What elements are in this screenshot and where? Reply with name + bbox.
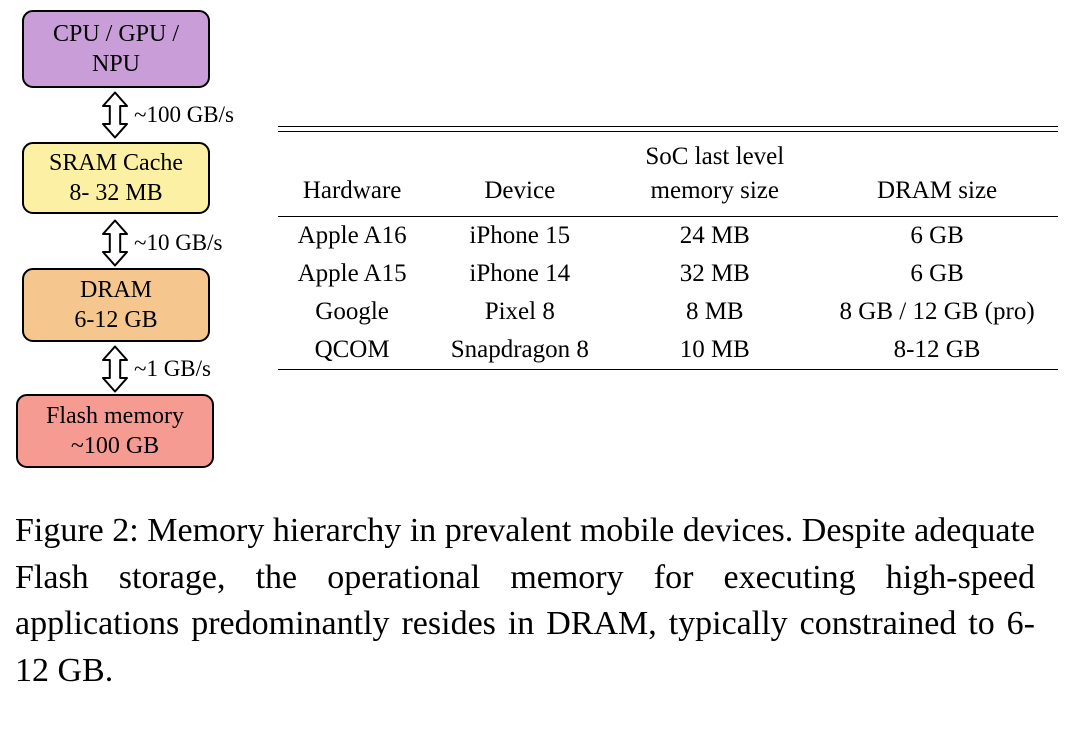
dram-flash-link: ~1 GB/s [102, 345, 211, 393]
double-arrow-icon [102, 91, 128, 139]
bandwidth-label: ~100 GB/s [134, 102, 234, 127]
node-label-line: Flash memory [46, 403, 184, 429]
table-cell: 8 MB [685, 298, 744, 325]
table-cell: 8-12 GB [816, 331, 1058, 370]
node-label-line: DRAM [79, 277, 152, 303]
table-cell: Snapdragon 8 [426, 331, 614, 370]
sram-dram-link: ~10 GB/s [102, 219, 223, 267]
table-cell: iPhone 14 [469, 260, 571, 287]
cpu-sram-link: ~100 GB/s [102, 91, 234, 139]
table-header-row: Hardware Device SoC last level memory si… [278, 132, 1058, 217]
bandwidth-label: ~10 GB/s [134, 230, 223, 255]
node-label-line: 6-12 GB [74, 307, 158, 333]
header-line: memory size [650, 177, 779, 204]
table-header-dram-size: DRAM size [816, 132, 1058, 217]
table-cell: 24 MB [679, 222, 750, 249]
table-cell: Google [315, 298, 389, 325]
table-cell: 32 MB [679, 260, 750, 287]
table-cell: 8 GB / 12 GB (pro) [839, 298, 1035, 325]
table-grid: Hardware Device SoC last level memory si… [278, 132, 1058, 370]
table-header-soc-memory: SoC last level memory size [613, 132, 817, 217]
node-label-line: ~100 GB [70, 433, 160, 459]
table-cell: QCOM [278, 331, 427, 370]
table-header-hardware: Hardware [278, 132, 427, 217]
double-arrow-icon [102, 219, 128, 267]
table-row: QCOM Snapdragon 8 10 MB 8-12 GB [278, 331, 1058, 370]
node-label-line: NPU [91, 51, 140, 77]
table-cell: Apple A16 [297, 222, 407, 249]
bandwidth-label: ~1 GB/s [134, 356, 211, 381]
table-top-rule [278, 126, 1058, 132]
double-arrow-icon [102, 345, 128, 393]
table-row: Apple A15 iPhone 14 32 MB 6 GB [278, 255, 1058, 293]
device-memory-table: Hardware Device SoC last level memory si… [278, 126, 1058, 370]
header-line: Device [484, 177, 556, 204]
header-line: Hardware [302, 177, 402, 204]
figure-caption: Figure 2: Memory hierarchy in prevalent … [15, 512, 1035, 689]
table-header-device: Device [426, 132, 614, 217]
table-cell: 6 GB [910, 222, 964, 249]
flash-memory-node: Flash memory ~100 GB [16, 394, 214, 468]
node-label-line: 8- 32 MB [69, 180, 163, 206]
table-cell: iPhone 15 [469, 222, 571, 249]
header-line: DRAM size [877, 177, 998, 204]
table-cell: 6 GB [910, 260, 964, 287]
node-label-line: CPU / GPU / [52, 21, 180, 47]
header-line: SoC last level [645, 143, 785, 170]
table-row: Google Pixel 8 8 MB 8 GB / 12 GB (pro) [278, 293, 1058, 331]
table-row: Apple A16 iPhone 15 24 MB 6 GB [278, 217, 1058, 256]
dram-node: DRAM 6-12 GB [22, 268, 210, 342]
table-cell: Pixel 8 [484, 298, 555, 325]
node-label-line: SRAM Cache [49, 150, 183, 176]
table-cell: Apple A15 [297, 260, 407, 287]
cpu-gpu-npu-node: CPU / GPU / NPU [22, 10, 210, 88]
table-cell: 10 MB [613, 331, 817, 370]
sram-cache-node: SRAM Cache 8- 32 MB [22, 142, 210, 214]
